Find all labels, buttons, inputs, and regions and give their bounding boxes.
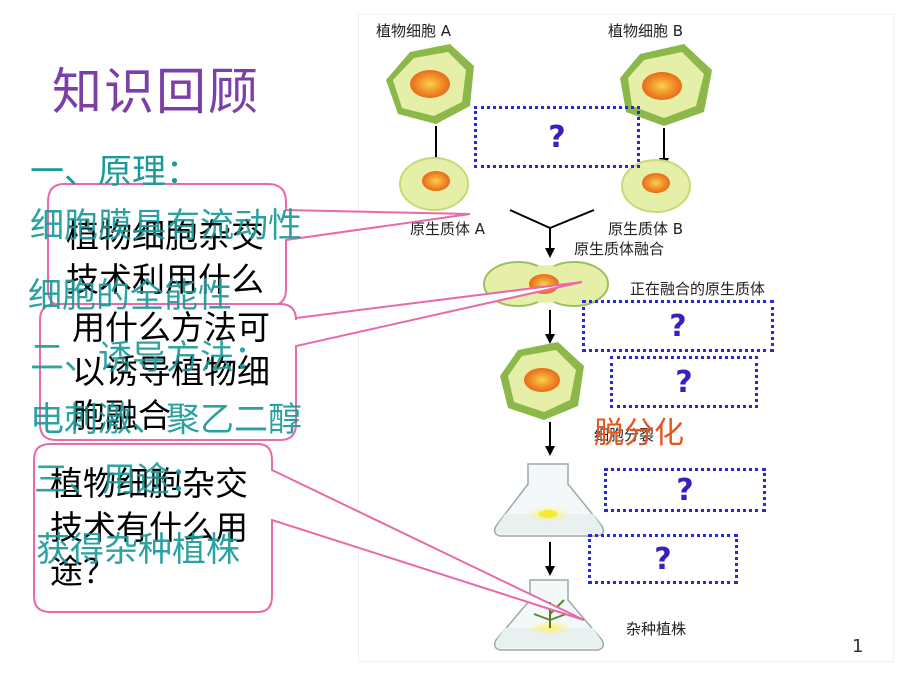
callout-2-line-2: 以诱导植物细	[72, 352, 270, 391]
callout-3-line-1: 植物细胞杂交	[50, 464, 248, 503]
label-protoplast-a: 原生质体 A	[410, 220, 486, 238]
flask-plantlet	[493, 579, 605, 651]
question-box-5[interactable]: ?	[588, 534, 738, 584]
callout-1-line-1: 植物细胞杂交	[66, 216, 264, 255]
callout-1-text: 植物细胞杂交 技术利用什么	[66, 214, 264, 302]
question-mark: ?	[654, 541, 672, 577]
label-protoplast-fusion: 原生质体融合	[574, 240, 665, 258]
question-mark: ?	[676, 472, 694, 508]
callout-3-line-2: 技术有什么用	[50, 508, 248, 547]
flask-callus	[493, 463, 605, 537]
label-plant-cell-a: 植物细胞 A	[376, 22, 452, 40]
page-number: 1	[852, 636, 864, 657]
question-box-1[interactable]: ?	[474, 106, 640, 168]
label-hybrid-plant: 杂种植株	[626, 620, 687, 638]
question-mark: ?	[548, 119, 566, 155]
hybrid-cell	[500, 342, 584, 420]
label-dedifferentiation: 脱分化	[594, 416, 684, 451]
diagram-drawing	[386, 44, 712, 651]
answer-method-1: 电刺激、聚乙二醇	[30, 400, 302, 440]
plant-cell-a	[386, 44, 474, 124]
answer-use-1: 获得杂种植株	[36, 530, 240, 570]
protoplast-a	[399, 157, 469, 211]
label-fusing-protoplasts: 正在融合的原生质体	[630, 280, 766, 298]
question-box-2[interactable]: ?	[582, 300, 774, 352]
callout-2-text: 用什么方法可 以诱导植物细 胞融合	[72, 306, 270, 438]
plant-cell-b	[620, 44, 712, 126]
protoplast-b	[621, 159, 691, 213]
label-plant-cell-b: 植物细胞 B	[608, 22, 684, 40]
question-box-4[interactable]: ?	[604, 468, 766, 512]
callout-2-line-1: 用什么方法可	[72, 308, 270, 347]
callout-3-text: 植物细胞杂交 技术有什么用 途？	[50, 462, 248, 594]
callout-2-line-3: 胞融合	[72, 396, 171, 435]
callout-3-line-3: 途？	[50, 552, 116, 591]
heading-use: 三、用途：	[34, 460, 204, 500]
heading-method: 二、诱导方法：	[30, 338, 268, 378]
question-mark: ?	[669, 308, 687, 344]
answer-principle-2: 细胞的全能性	[28, 276, 232, 316]
slide-title: 知识回顾	[52, 63, 260, 121]
label-protoplast-b: 原生质体 B	[608, 220, 684, 238]
callout-1-line-2: 技术利用什么	[66, 260, 264, 299]
question-mark: ?	[675, 364, 693, 400]
question-box-3[interactable]: ?	[610, 356, 758, 408]
heading-principle: 一、原理：	[30, 152, 200, 192]
answer-principle-1: 细胞膜具有流动性	[30, 206, 302, 246]
label-cell-division: 细胞分裂	[594, 426, 655, 444]
